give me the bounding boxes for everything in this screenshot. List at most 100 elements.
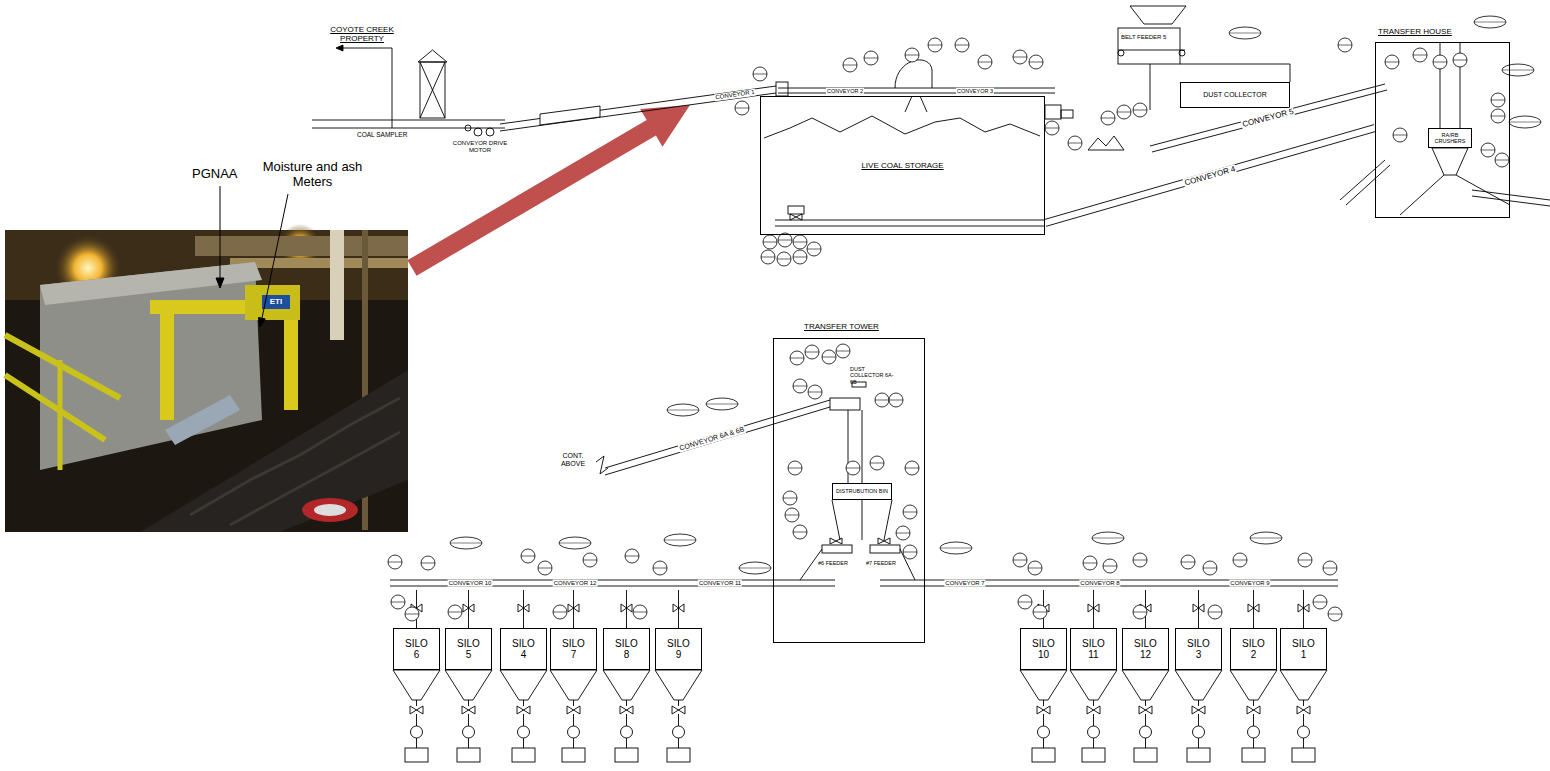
node-label: DISTRUBUTION BIN [836, 488, 888, 494]
plant-lines [338, 48, 392, 49]
instrument-bubble [1413, 48, 1427, 62]
silo: SILO 5 [445, 628, 492, 670]
instrument-bubble [928, 38, 942, 52]
node-label: SILO 10 [1029, 638, 1059, 661]
conveyor-line [1044, 125, 1374, 220]
conveyor-edge [1044, 125, 1376, 227]
plant-lines [1150, 64, 1151, 110]
instrument-bubble [889, 393, 903, 407]
plant-lines [392, 48, 393, 128]
plant-lines [486, 128, 494, 136]
instrument-bubble [1433, 55, 1447, 69]
instrument-bubble [1133, 605, 1147, 619]
dust-collector: DUST COLLECTOR [1180, 82, 1290, 108]
photo [314, 504, 346, 516]
instrument-bubble [896, 526, 910, 540]
photo [160, 300, 174, 420]
instrument-bubble [1328, 607, 1342, 621]
label-text: CONVEYOR 1 [714, 89, 756, 102]
instrument-bubble [1083, 556, 1097, 570]
instrument-bubble [1013, 553, 1027, 567]
instrument-bubble [1338, 38, 1352, 52]
plant-lines [862, 410, 863, 483]
label-text: CONVEYOR 5 [1240, 107, 1295, 130]
callout-arrow [407, 105, 690, 276]
instrument-bubble [905, 48, 919, 62]
instrument-bubble [1323, 561, 1337, 575]
instrument-bubble [405, 607, 419, 621]
photo [58, 360, 63, 470]
instrument-bubble [940, 542, 972, 554]
label-text: CONVEYOR 6A & 6B [678, 425, 747, 453]
plant-lines [1340, 160, 1385, 200]
node-label: SILO 7 [559, 638, 589, 661]
silo: SILO 1 [1280, 628, 1327, 670]
photo [140, 370, 408, 532]
silo: SILO 7 [550, 628, 597, 670]
label-text: CONVEYOR 10 [448, 580, 493, 587]
instrument-bubble [559, 537, 591, 549]
plant-lines [418, 50, 447, 62]
instrument-bubble [706, 398, 738, 410]
node-label: SILO 5 [454, 638, 484, 661]
plant-lines [1061, 110, 1073, 118]
instrument-bubble [1491, 93, 1505, 107]
plant-lines [1400, 175, 1444, 215]
plant-lines [778, 93, 1055, 94]
node-label: RA/RB CRUSHERS [1429, 132, 1471, 145]
label-text: Moisture and ash Meters [250, 160, 375, 190]
silo-outline [1122, 590, 1169, 762]
silo-outline [500, 590, 547, 762]
instrument-bubble [1101, 111, 1115, 125]
instrument-bubble [1203, 561, 1217, 575]
plant-lines [1180, 64, 1290, 65]
node-label: SILO 12 [1131, 638, 1161, 661]
leader-line [258, 318, 265, 328]
label-text: #7 FEEDER [866, 560, 896, 566]
plant-lines [870, 545, 900, 553]
label-text: COYOTE CREEK PROPERTY [320, 25, 404, 43]
silo: SILO 8 [603, 628, 650, 670]
node-label: TRANSFER HOUSE [1378, 27, 1452, 36]
plant-lines [465, 125, 471, 131]
plant-lines [1472, 190, 1550, 200]
instrument-bubble [521, 549, 535, 563]
plant-lines [420, 62, 445, 118]
plant-lines [1472, 196, 1550, 206]
instrument-bubble [1133, 553, 1147, 567]
node-label: SILO 8 [612, 638, 642, 661]
photo [230, 432, 400, 525]
plant-lines [1290, 64, 1291, 82]
silo-outline [1230, 590, 1277, 762]
instrument-bubble [790, 351, 804, 365]
instrument-bubble [875, 393, 889, 407]
silo-outline [1070, 590, 1117, 762]
plant-lines [336, 45, 343, 51]
node-label: SILO 2 [1239, 638, 1269, 661]
instrument-bubble [978, 55, 992, 69]
label-text: COAL SAMPLER [357, 131, 407, 138]
node-label: SILO 4 [509, 638, 539, 661]
label-text: ETI [269, 297, 283, 306]
instrument-bubble [836, 344, 850, 358]
instrument-bubble [538, 561, 552, 575]
plant-lines [1118, 28, 1180, 64]
leader-line [262, 194, 288, 318]
node-label: SILO 11 [1079, 638, 1109, 661]
plant-lines [500, 86, 776, 124]
instrument-bubble [1233, 553, 1247, 567]
instrument-bubble [1013, 50, 1027, 64]
plant-lines [1432, 148, 1468, 175]
instrument-bubble [667, 404, 699, 416]
instrument-bubble [1028, 561, 1042, 575]
instrument-bubble [753, 67, 767, 81]
instrument-bubble [793, 250, 807, 264]
photo [245, 285, 300, 320]
instrument-bubble [793, 525, 807, 539]
plant-lines [764, 116, 1040, 138]
instrument-bubble [553, 605, 567, 619]
plant-lines [605, 407, 830, 475]
silo: SILO 6 [393, 628, 440, 670]
instrument-bubble [633, 605, 647, 619]
plant-lines [474, 128, 482, 136]
